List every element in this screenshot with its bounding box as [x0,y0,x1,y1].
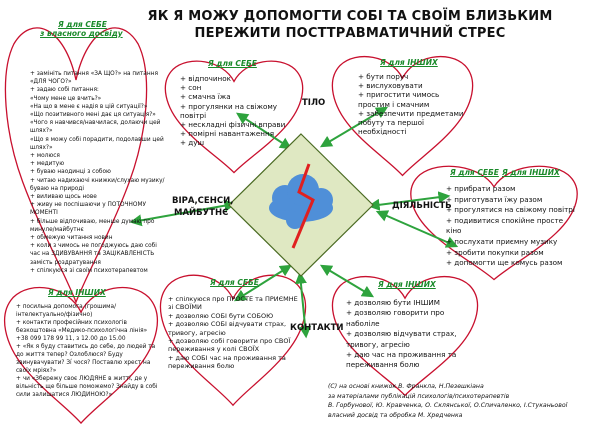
list-item: + буваю наодинці з собою [30,169,111,176]
center-diamond [228,133,374,277]
page-title-line1: ЯК Я МОЖУ ДОПОМОГТИ СОБІ ТА СВОЇМ БЛИЗЬК… [147,9,553,24]
label-vira: ВІРА,СЕНСИ, [172,196,234,206]
list-item: + прибрати разом [446,184,516,193]
list-item: «На що в мене є надія в цій ситуації?» [30,103,148,110]
list-item: + дозволяю говорити про наболіле [346,308,445,328]
list-item: + нескладні фізичні вправи [180,120,286,130]
list-item: «Чому мене це вчить?» [30,95,102,102]
list-item: +38 099 178 99 11, з 12.00 до 15.00 [16,336,126,342]
heart-top-mid-shape [163,55,305,175]
mid-right-header-2: Я для ІНШИХ [502,168,560,177]
page-title: ЯК Я МОЖУ ДОПОМОГТИ СОБІ ТА СВОЇМ БЛИЗЬК… [135,8,565,42]
heart-mid-right-shape [408,160,580,282]
list-item: + даю час на проживання та переживання б… [346,350,457,370]
list-item: + живу не поспішаючи у ПОТОЧНОМУ МОМЕНТІ [30,202,147,217]
list-item: + зробити покупки разом [446,247,544,257]
mid-right-list: + прибрати разом + приготувати їжу разом… [446,184,580,269]
list-item: + молюся [30,153,60,160]
credits-line: (С) на основі книжок В. Франкла, Н.Пезеш… [328,383,484,390]
heart-left-top-shape [2,8,150,308]
label-maibutnie: МАЙБУТНЄ [174,208,229,218]
list-item: + забезпечити предметами побуту та першо… [358,108,464,137]
list-item: + замініть питання «ЗА ЩО?» на питання «… [30,71,158,86]
list-item: + дозволяю СОБІ відчувати страх, тривогу… [168,320,287,337]
top-mid-list: + відпочинок + сон + смачна їжа + прогул… [180,74,298,148]
list-item: + медитую [30,161,65,168]
list-item: + допомогти ще комусь разом [446,258,563,268]
list-item: + чи «Збережу своє ЛЮДЯНЕ в житті, де у … [16,376,158,398]
list-item: + контакти професійних психологів безкош… [16,320,148,334]
list-item: + відпочинок [180,74,231,83]
list-item: + дозволяю собі говорити про СВОЇ пережи… [168,337,291,354]
list-item: + коли з чимось не погоджуюсь даю собі ч… [30,243,157,266]
list-item: + виливаю щось нове [30,194,97,201]
credits-line: власний досвід та обробка М. Хредченка [328,411,463,419]
list-item: «Чого я навчився/навчилася, долаючи цей … [30,120,161,135]
list-item: + душ [180,138,205,148]
bottom-right-header: Я для ІНШИХ [378,280,436,289]
list-item: + сон [180,83,202,93]
list-item: + приготувати їжу разом [446,194,543,204]
list-item: + дозволяю СОБІ бути СОБОЮ [168,311,274,320]
list-item: + даю СОБІ час на проживання та пережива… [168,353,286,371]
page-title-line2: ПЕРЕЖИТИ ПОСТТРАВМАТИЧНИЙ СТРЕС [194,26,506,41]
top-mid-header: Я для СЕБЕ [208,59,257,68]
left-bottom-list: + посильна допомога (грошима/інтелектуал… [16,303,162,399]
list-item: + пригостити чимось простим і смачним [358,90,440,109]
list-item: + обмежую читання новин [30,235,113,242]
list-item: «Що позитивного мені дає ця ситуація?» [30,112,156,119]
left-top-list: + замініть питання «ЗА ЩО?» на питання «… [30,70,166,275]
lightning-icon [291,163,315,249]
credits-footer: (С) на основі книжок В. Франкла, Н.Пезеш… [328,382,598,420]
list-item: + смачна їжа [180,92,231,102]
list-item: «Що я можу собі порадити, подолавши цей … [30,136,164,151]
top-right-header: Я для ІНШИХ [380,58,438,67]
list-item: + подивитися спокійне просте кіно [446,215,564,236]
mid-right-header-1: Я для СЕБЕ [450,168,499,177]
list-item: + спілкуюся про ПРОСТЕ та ПРИЄМНЕ зі СВО… [168,295,298,312]
bottom-mid-list: + спілкуюся про ПРОСТЕ та ПРИЄМНЕ зі СВО… [168,295,302,371]
credits-line: за матеріалами публікацій психологів/пси… [328,392,510,400]
list-item: + прогулятися на свіжому повітрі [446,205,575,215]
credits-line: В. Горбунової, Ю. Кравченка, О. Склянськ… [328,402,568,409]
list-item: + посильна допомога (грошима/інтелектуал… [16,304,117,318]
list-item: + задаю собі питання: [30,87,99,94]
list-item: + спілкуюся зі своїм психотерапевтом [30,267,148,274]
storm-cloud-icon [269,174,333,229]
list-item: + «Як я буду ставитись до себе, до людей… [16,344,156,374]
label-kontakty: КОНТАКТИ [290,323,344,333]
top-right-list: + бути поруч + вислуховувати + пригостит… [358,72,470,136]
list-item: + дозволяю бути ІНШИМ [346,298,440,307]
label-dialnist: ДІЯЛЬНІСТЬ [392,201,452,211]
list-item: + вислуховувати [358,81,423,91]
list-item: + бути поруч [358,72,409,81]
heart-left-bottom-shape [2,280,160,426]
list-item: + послухати приємну музику [446,236,558,246]
list-item: + читаю надихаючі книжки/слухаю музику/б… [30,177,165,192]
bottom-mid-header: Я для СЕБЕ [210,278,259,287]
list-item: + більше відпочиваю, менше думаю про мин… [30,218,155,233]
left-top-header-2: з власного досвіду [40,29,123,38]
list-item: + дозволяю відчувати страх, тривогу, агр… [346,329,457,349]
list-item: + прогулянки на свіжому повітрі [180,101,278,120]
label-tilo: ТІЛО [302,98,326,108]
heart-top-right-shape [330,50,475,178]
left-bottom-header: Я для ІНШИХ [48,288,106,297]
bottom-right-list: + дозволяю бути ІНШИМ + дозволяю говорит… [346,298,474,371]
list-item: + помірні навантаження [180,129,275,139]
left-top-header-1: Я для СЕБЕ [58,20,107,29]
